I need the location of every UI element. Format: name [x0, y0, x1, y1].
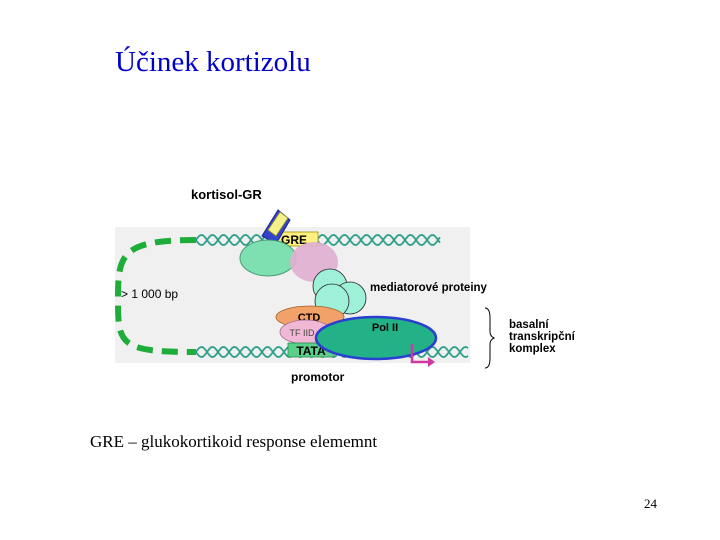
distance-label: > 1 000 bp [121, 287, 179, 301]
pol2-blob [314, 315, 438, 361]
pol2-label: Pol II [372, 322, 398, 334]
arrow-head-icon [428, 357, 435, 367]
slide-title: Účinek kortizolu [115, 46, 311, 78]
receptor-blob [239, 239, 297, 277]
transcription-arrow [410, 344, 428, 364]
mediator-label: mediatorové proteiny [370, 282, 487, 294]
cortisol-ligand [261, 209, 291, 245]
basal-complex-label: basalní transkripční komplex [509, 319, 575, 355]
tfiid-label: TF IID [290, 328, 315, 338]
tata-label: TATA [296, 344, 326, 358]
page-number: 24 [644, 496, 657, 511]
promotor-label: promotor [291, 370, 345, 384]
kortisol-gr-label: kortisol-GR [191, 187, 262, 202]
brace-icon [484, 307, 496, 369]
mediator-proteins [312, 268, 367, 319]
gre-caption: GRE – glukokortikoid response elememnt [90, 432, 378, 451]
dna-loop [114, 237, 197, 355]
gre-label: GRE [281, 233, 307, 247]
